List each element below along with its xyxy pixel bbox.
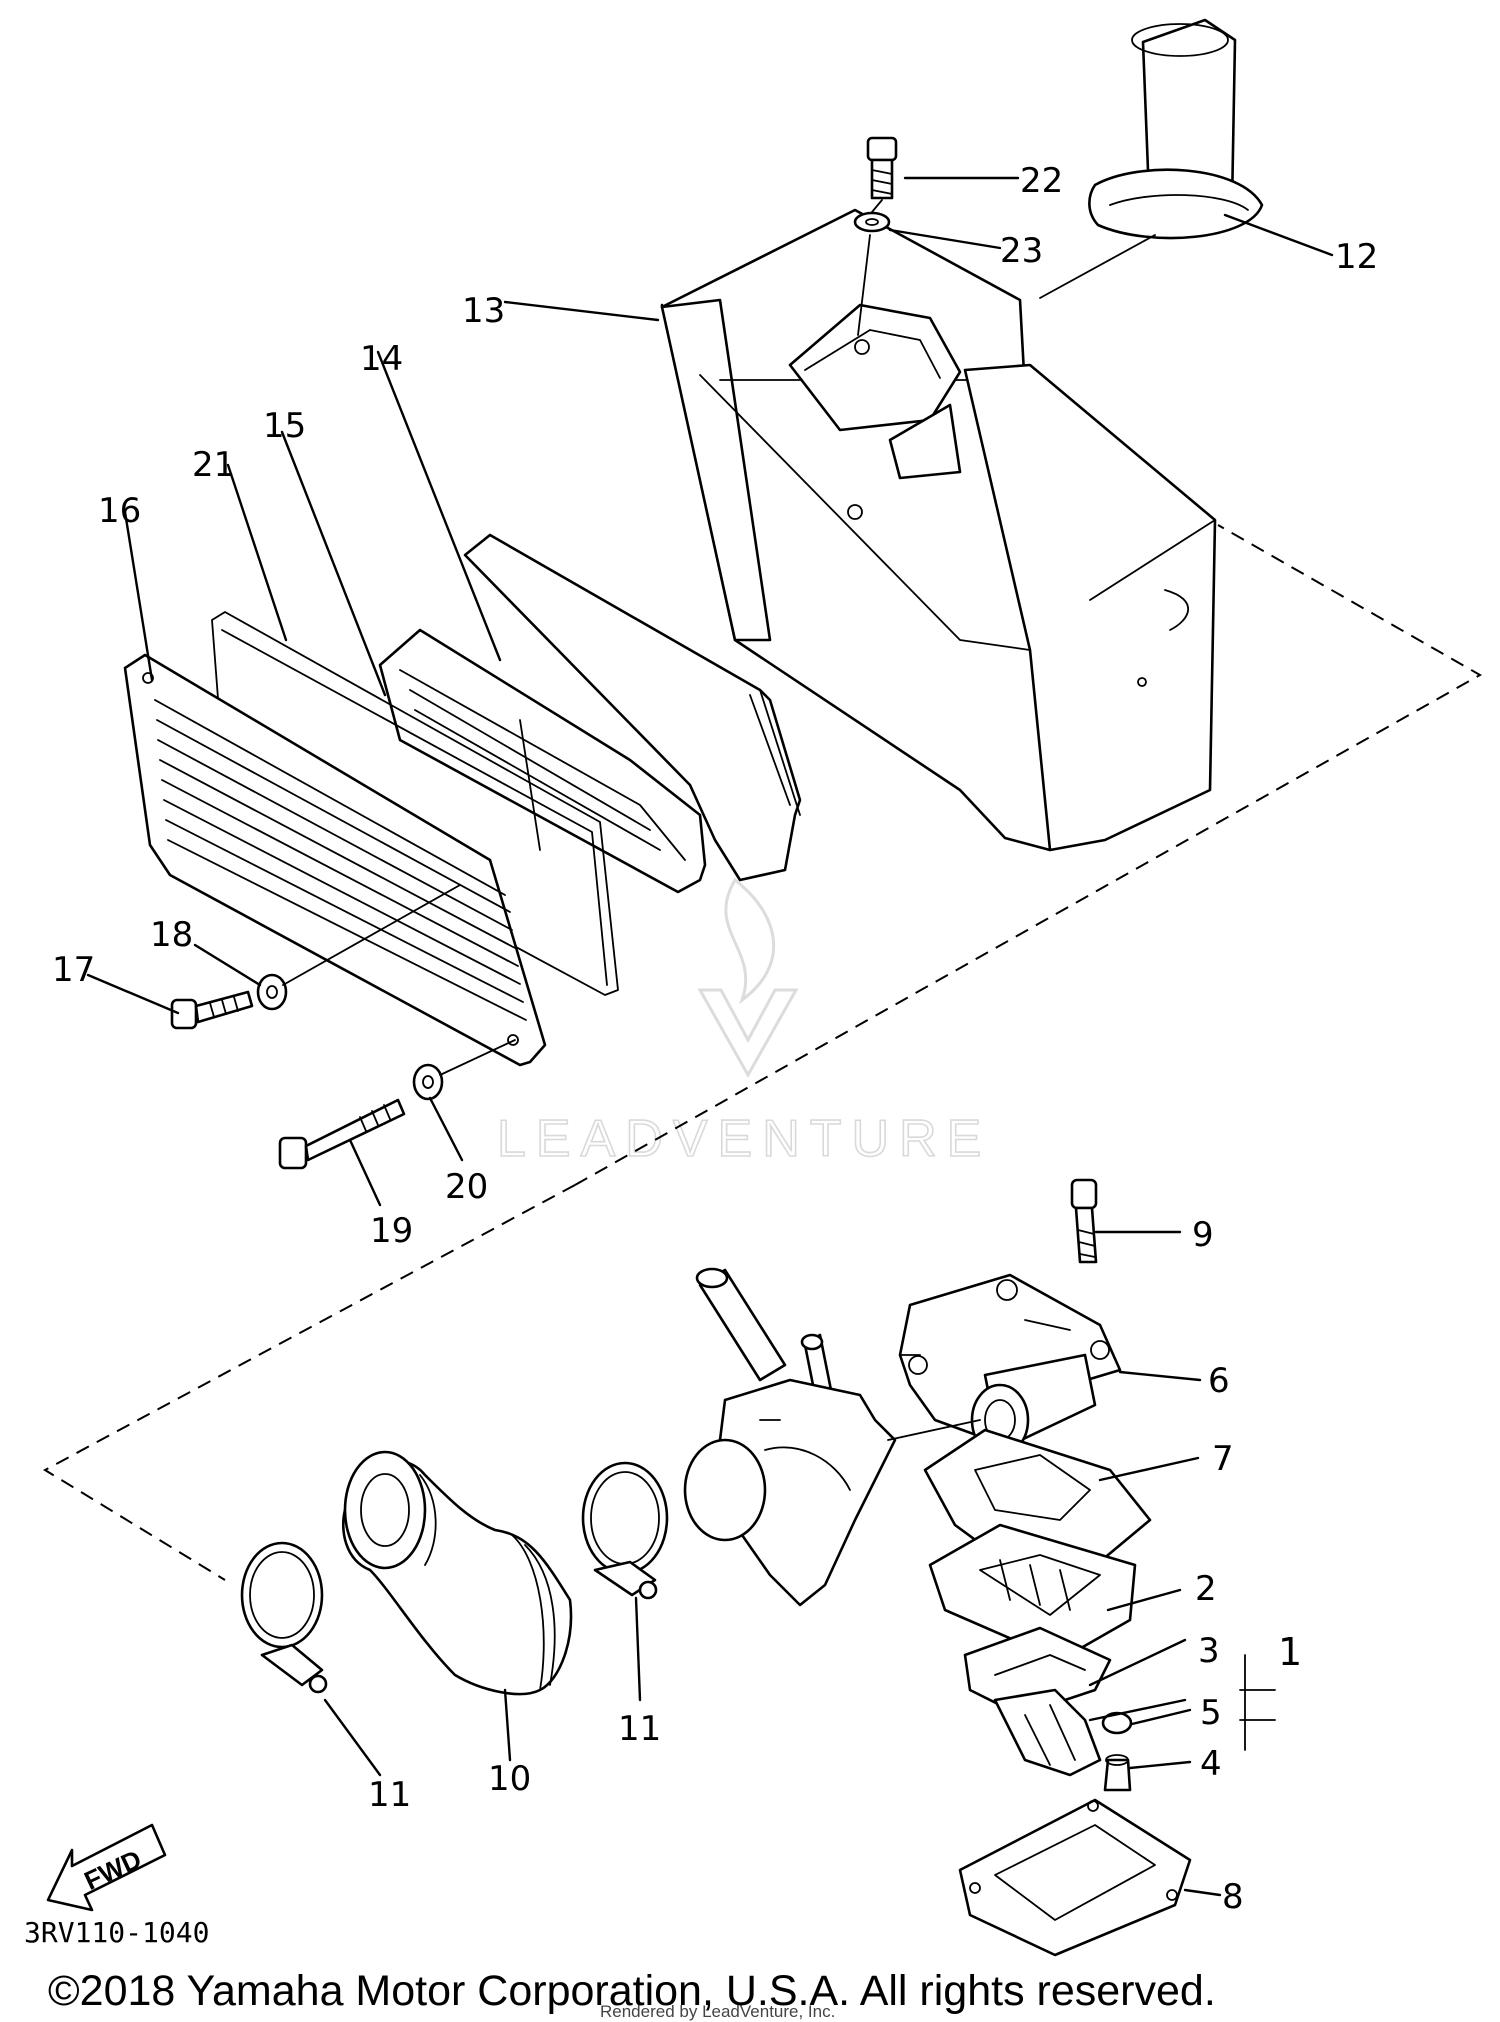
callout-11-right: 11 (618, 1709, 661, 1749)
part-1-reed-valve-assembly (928, 1523, 1137, 1662)
part-9-bolt (1070, 1178, 1098, 1264)
part-10-joint-hose (341, 1450, 573, 1696)
part-20-washer (412, 1063, 444, 1101)
callout-13: 13 (462, 291, 505, 331)
part-23-washer (853, 211, 891, 233)
diagram-code: 3RV110-1040 (24, 1916, 209, 1949)
callout-6: 6 (1208, 1361, 1230, 1401)
callout-5: 5 (1200, 1693, 1222, 1733)
watermark-text: LEADVENTURE (497, 1110, 991, 1168)
copyright-notice: ©2018 Yamaha Motor Corporation, U.S.A. A… (48, 1967, 1216, 2015)
part-13-air-filter-case (660, 208, 1217, 852)
callout-23: 23 (1000, 231, 1043, 271)
part-11-clamp-left (240, 1541, 328, 1694)
callout-1: 1 (1278, 1630, 1302, 1674)
callout-4: 4 (1200, 1744, 1222, 1784)
upper-assembly-lines (282, 199, 1156, 1076)
part-12-intake-joint (1088, 18, 1264, 240)
carburetor (683, 1267, 897, 1607)
callout-2: 2 (1195, 1569, 1217, 1609)
group-1-bracket (1239, 1654, 1276, 1751)
callout-3: 3 (1198, 1631, 1220, 1671)
part-19-bolt (278, 1098, 406, 1170)
callout-22: 22 (1020, 161, 1063, 201)
part-15-filter-guide (378, 628, 707, 894)
callout-8: 8 (1222, 1877, 1244, 1917)
part-14-filter-element (463, 533, 802, 882)
callout-12: 12 (1335, 237, 1378, 277)
section-dividers (42, 524, 1483, 1581)
callout-labels: 22 23 12 13 14 15 21 16 18 17 19 20 9 6 … (52, 161, 1378, 1917)
part-6-manifold (898, 1273, 1122, 1457)
callout-11-left: 11 (368, 1775, 411, 1815)
lower-assembly-lines (887, 1354, 981, 1441)
leader-lines (86, 176, 1334, 1897)
callout-15: 15 (263, 406, 306, 446)
part-2-reed-petal (963, 1626, 1112, 1717)
callout-9: 9 (1192, 1215, 1214, 1255)
part-5-lock-washer (1101, 1711, 1133, 1735)
part-22-bolt (866, 136, 898, 200)
leadventure-watermark: LEADVENTURE (496, 877, 991, 1169)
callout-10: 10 (488, 1759, 531, 1799)
part-8-gasket (958, 1798, 1192, 1957)
part-11-clamp-right (581, 1461, 669, 1600)
callout-16: 16 (98, 491, 141, 531)
fwd-arrow: FWD (46, 1823, 167, 1912)
part-16-filter-cover (123, 653, 547, 1067)
callout-14: 14 (360, 339, 403, 379)
render-stamp: Rendered by LeadVenture, Inc. (600, 2002, 835, 2021)
part-4-screw (1103, 1754, 1132, 1792)
callout-20: 20 (445, 1167, 488, 1207)
part-18-washer (256, 973, 288, 1011)
callout-18: 18 (150, 915, 193, 955)
callout-17: 17 (52, 950, 95, 990)
callout-19: 19 (370, 1211, 413, 1251)
callout-7: 7 (1212, 1439, 1234, 1479)
part-3-reed-stopper (993, 1688, 1102, 1777)
callout-21: 21 (192, 445, 235, 485)
part-17-screw (170, 990, 254, 1030)
